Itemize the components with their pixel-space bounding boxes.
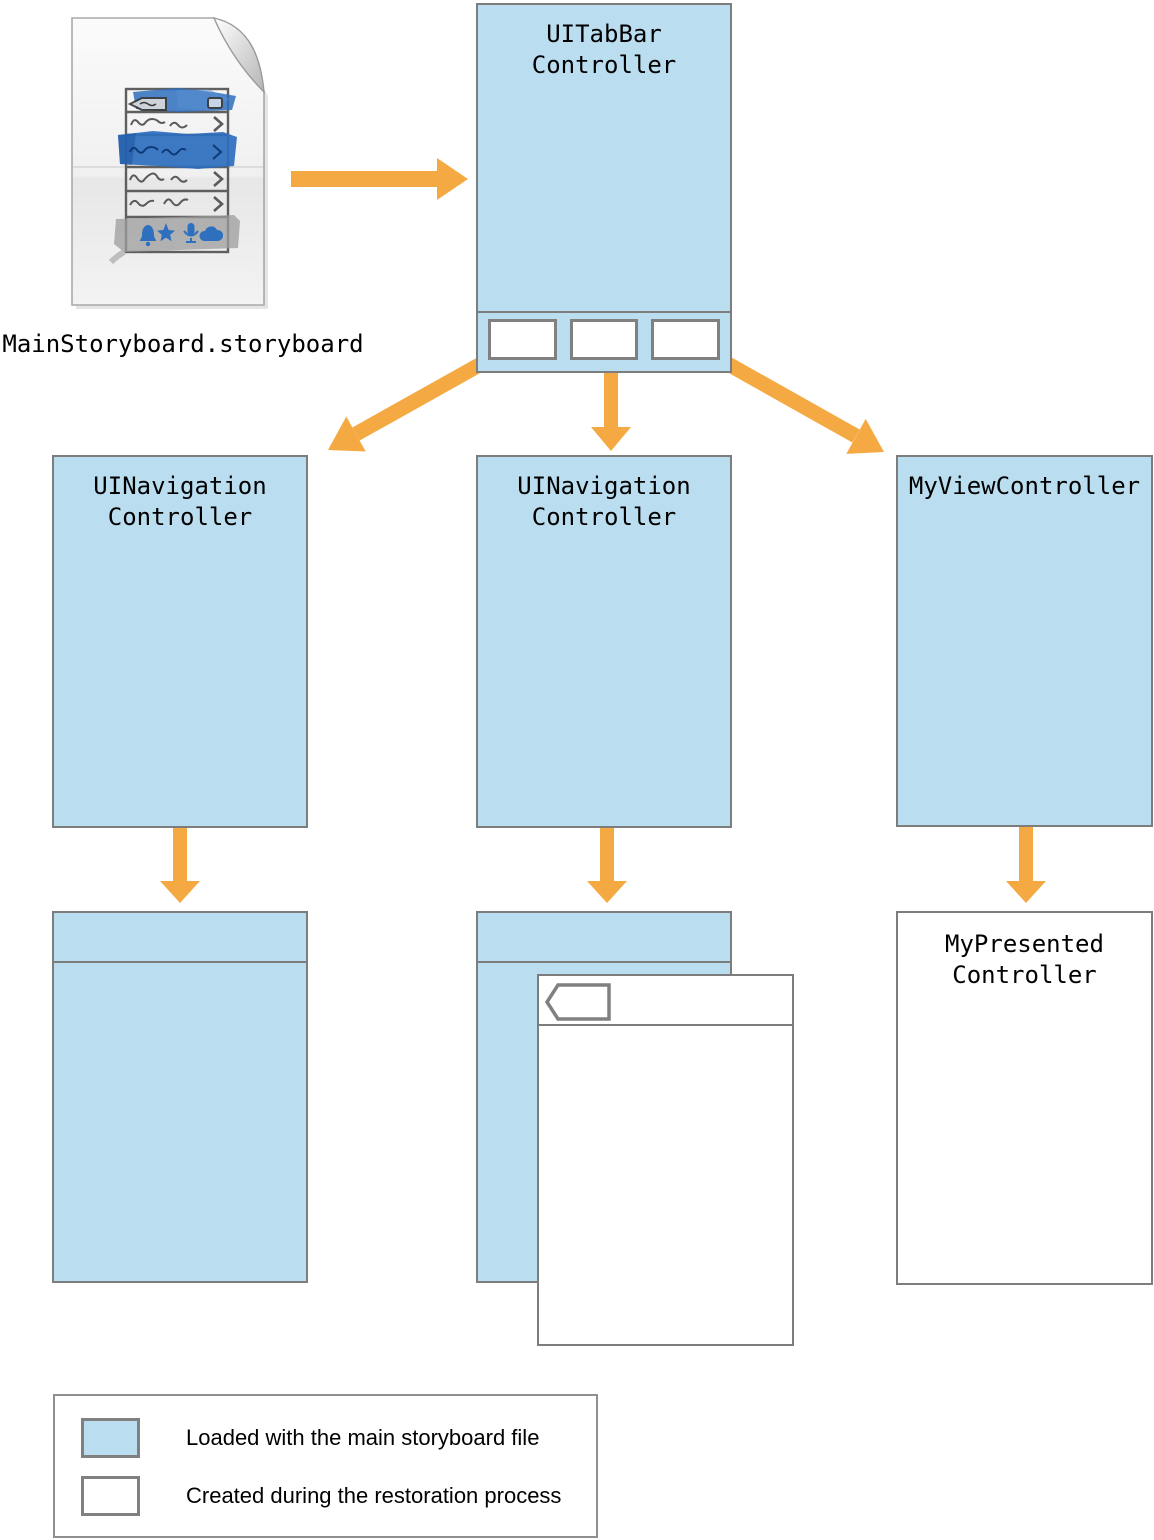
sketch-right-bar-button [207, 97, 223, 109]
arrowhead-tabbar-to-nav1 [328, 416, 366, 452]
node-title-line1: UINavigation [93, 472, 267, 500]
sketch-selected-row-highlight [118, 131, 237, 169]
sketch-tabbar-band [114, 215, 240, 252]
microphone-arc-icon [183, 230, 199, 237]
arrow-tabbar-to-myvc [724, 357, 860, 443]
microphone-icon [187, 223, 195, 235]
tab-bar-item-1 [488, 319, 557, 360]
node-title-line1: UINavigation [517, 472, 691, 500]
node-title-line2: Controller [531, 51, 677, 79]
navigation-bar [539, 976, 792, 1026]
arrow-file-to-tabbar [291, 171, 438, 187]
navigation-bar [478, 913, 730, 963]
page-curl [212, 17, 265, 94]
storyboard-file-label: MainStoryboard.storyboard [2, 330, 364, 358]
node-title-line1: MyPresented [945, 930, 1104, 958]
microphone-stand-icon [186, 238, 196, 243]
sketch-selected-row-dark [118, 133, 136, 165]
tab-bar-item-2 [569, 319, 639, 360]
arrow-tabbar-to-nav1 [352, 357, 485, 441]
legend-swatch-storyboard [81, 1418, 140, 1458]
arrowhead-nav2-to-content [587, 881, 627, 903]
node-myviewcontroller: MyViewController [896, 455, 1153, 827]
navigation-bar [54, 913, 306, 963]
bell-icon [140, 225, 156, 241]
node-title: MyViewController [898, 457, 1151, 502]
arrowhead-myvc-to-presented [1006, 881, 1046, 903]
legend: Loaded with the main storyboard file Cre… [53, 1394, 598, 1538]
node-title-line1: MyViewController [908, 472, 1141, 500]
node-restored-pushed-view [537, 974, 794, 1346]
sketch-back-squiggle [139, 101, 157, 107]
bell-clapper-icon [145, 241, 151, 247]
legend-label: Created during the restoration process [186, 1483, 562, 1508]
storyboard-document-icon [71, 17, 268, 309]
sketch-tabbar-scribble-tail [108, 249, 126, 265]
node-title-line2: Controller [107, 503, 253, 531]
arrowhead-file-to-tabbar [437, 158, 468, 200]
legend-swatch-restored [81, 1476, 140, 1516]
tab-bar-item-3 [651, 319, 721, 360]
node-nav1-content-view [52, 911, 308, 1283]
tab-bar-strip [478, 311, 730, 371]
legend-row-restored: Created during the restoration process [81, 1476, 561, 1516]
star-icon [157, 223, 175, 242]
sketch-row-squiggles [129, 117, 189, 207]
cloud-icon [199, 226, 224, 241]
legend-label: Loaded with the main storyboard file [186, 1425, 540, 1450]
node-title-line2: Controller [531, 503, 677, 531]
arrowhead-tabbar-to-nav2 [591, 427, 631, 451]
arrowhead-nav1-to-content [160, 881, 200, 903]
sketch-chevrons [213, 116, 224, 212]
legend-row-storyboard: Loaded with the main storyboard file [81, 1418, 539, 1458]
sketch-tab-icons [140, 223, 224, 247]
arrowhead-tabbar-to-myvc [846, 418, 884, 454]
sketch-selected-row-squiggles [129, 144, 223, 160]
back-button-icon [545, 983, 611, 1021]
node-title-line2: Controller [952, 961, 1097, 989]
node-title-line1: UITabBar [546, 20, 662, 48]
